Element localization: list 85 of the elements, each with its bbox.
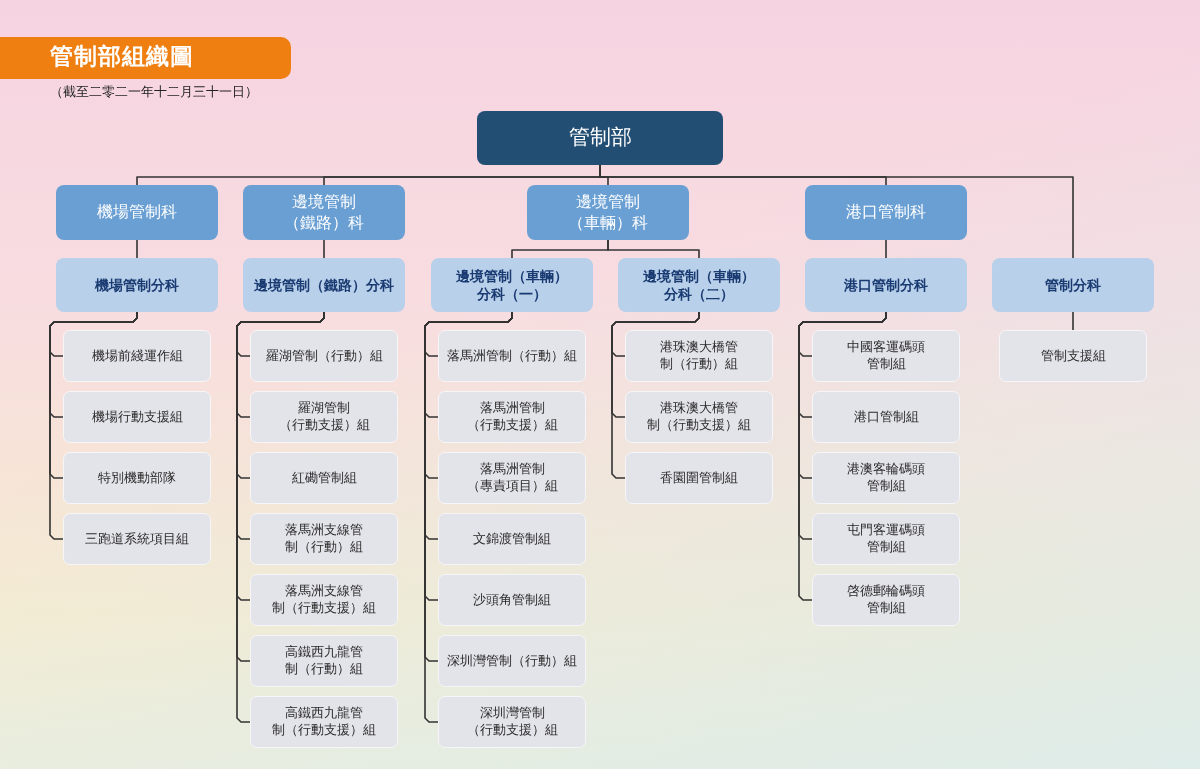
- division-box: [243, 185, 405, 240]
- unit-name: 落馬洲管制（專責項目）組: [466, 461, 558, 495]
- unit-box: [438, 452, 586, 504]
- subdivision-box: [805, 258, 967, 312]
- unit-box: [438, 696, 586, 748]
- division-box: [527, 185, 689, 240]
- connector-line: [323, 239, 325, 259]
- unit-box: [999, 330, 1147, 382]
- unit-name: 落馬洲支線管制（行動）組: [285, 522, 363, 556]
- unit-box: [812, 513, 960, 565]
- subdivision-box: [243, 258, 405, 312]
- unit-name: 高鐵西九龍管制（行動支援）組: [272, 705, 376, 739]
- unit-box: [438, 635, 586, 687]
- unit-name: 邊境管制（車輛）分科（二）: [643, 266, 755, 304]
- unit-name: 深圳灣管制（行動）組: [447, 652, 577, 670]
- unit-box: [812, 391, 960, 443]
- unit-name: 港口管制組: [853, 408, 919, 426]
- unit-name: 機場管制科: [97, 202, 177, 223]
- unit-name: 管制部: [568, 124, 632, 152]
- unit-name: 管制支援組: [1040, 347, 1106, 365]
- division-box: [805, 185, 967, 240]
- unit-name: 管制分科: [1045, 275, 1101, 295]
- unit-name: 邊境管制（車輛）分科（一）: [456, 266, 568, 304]
- unit-name: 特別機動部隊: [98, 469, 176, 487]
- unit-box: [250, 635, 398, 687]
- connector-line: [885, 239, 887, 259]
- unit-box: [625, 391, 773, 443]
- unit-name: 紅磡管制組: [291, 469, 357, 487]
- unit-name: 邊境管制（車輛）科: [568, 191, 648, 234]
- unit-box: [250, 513, 398, 565]
- unit-box: [250, 574, 398, 626]
- unit-name: 港口管制分科: [844, 275, 928, 295]
- unit-name: 中國客運碼頭管制組: [847, 339, 925, 373]
- unit-box: [63, 330, 211, 382]
- date-note: （截至二零二一年十二月三十一日）: [50, 83, 258, 101]
- unit-name: 啓德郵輪碼頭管制組: [847, 583, 925, 617]
- unit-box: [63, 513, 211, 565]
- unit-name: 落馬洲支線管制（行動支援）組: [272, 583, 376, 617]
- unit-name: 落馬洲管制（行動支援）組: [466, 400, 558, 434]
- subdivision-box: [56, 258, 218, 312]
- subdivision-box: [618, 258, 780, 312]
- unit-name: 港口管制科: [846, 202, 926, 223]
- unit-name: 機場前綫運作組: [91, 347, 183, 365]
- unit-name: 羅湖管制（行動）組: [265, 347, 383, 365]
- unit-name: 三跑道系統項目組: [85, 530, 189, 548]
- unit-name: 機場行動支援組: [91, 408, 183, 426]
- unit-name: 邊境管制（鐵路）分科: [254, 275, 394, 295]
- unit-box: [250, 696, 398, 748]
- unit-name: 深圳灣管制（行動支援）組: [466, 705, 558, 739]
- unit-box: [63, 452, 211, 504]
- unit-name: 香園圍管制組: [660, 469, 738, 487]
- division-box: [56, 185, 218, 240]
- unit-box: [438, 513, 586, 565]
- unit-name: 高鐵西九龍管制（行動）組: [285, 644, 363, 678]
- unit-name: 文錦渡管制組: [473, 530, 551, 548]
- subdivision-box: [992, 258, 1154, 312]
- unit-name: 港珠澳大橋管制（行動支援）組: [647, 400, 751, 434]
- unit-box: [250, 330, 398, 382]
- unit-name: 羅湖管制（行動支援）組: [278, 400, 370, 434]
- unit-name: 屯門客運碼頭管制組: [847, 522, 925, 556]
- unit-name: 港珠澳大橋管制（行動）組: [660, 339, 738, 373]
- connector-line: [607, 239, 700, 259]
- connector-line: [1072, 311, 1074, 331]
- unit-box: [438, 574, 586, 626]
- unit-box: [438, 330, 586, 382]
- unit-box: [250, 391, 398, 443]
- connector-line: [136, 239, 138, 259]
- unit-box: [812, 452, 960, 504]
- connector-line: [611, 311, 700, 479]
- unit-name: 落馬洲管制（行動）組: [447, 347, 577, 365]
- unit-box: [438, 391, 586, 443]
- unit-name: 邊境管制（鐵路）科: [284, 191, 364, 234]
- unit-box: [812, 330, 960, 382]
- unit-box: [625, 330, 773, 382]
- department-box: [477, 111, 723, 165]
- unit-name: 機場管制分科: [95, 275, 179, 295]
- unit-box: [812, 574, 960, 626]
- chart-title: 管制部組織圖: [50, 42, 194, 71]
- subdivision-box: [431, 258, 593, 312]
- unit-box: [63, 391, 211, 443]
- unit-box: [250, 452, 398, 504]
- connector-line: [49, 311, 138, 540]
- unit-name: 沙頭角管制組: [473, 591, 551, 609]
- unit-name: 港澳客輪碼頭管制組: [847, 461, 925, 495]
- unit-box: [625, 452, 773, 504]
